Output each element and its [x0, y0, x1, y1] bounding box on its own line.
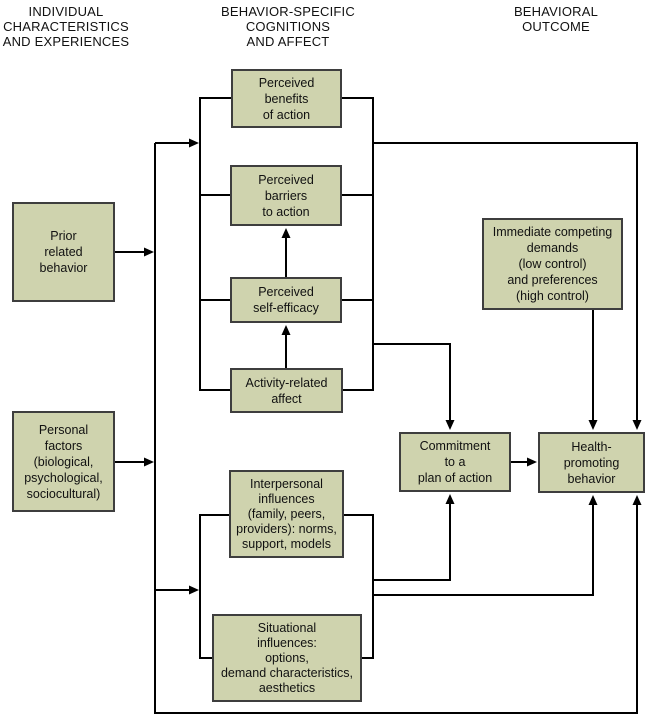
- arrowhead-into-top-bracket: [189, 138, 199, 148]
- box-perceived-benefits-of-action: Perceived benefits of action: [231, 69, 342, 128]
- arrowhead-up-into-barriers: [281, 228, 291, 238]
- arrowhead-up-into-health-bottom-left: [588, 495, 598, 505]
- arrowhead-down-into-commitment-top: [445, 420, 455, 430]
- arrowhead-prior-behavior: [144, 247, 154, 257]
- arrowhead-into-bottom-bracket: [189, 585, 199, 595]
- bracket-upper-right: [342, 97, 374, 391]
- column-header-behavioral-outcome: BEHAVIORAL OUTCOME: [513, 4, 599, 34]
- arrowhead-up-into-commitment-bottom: [445, 494, 455, 504]
- arrowhead-personal-factors: [144, 457, 154, 467]
- bracket-lower-right: [344, 514, 374, 659]
- arrowhead-down-into-health-top-left: [588, 420, 598, 430]
- box-immediate-competing-demands: Immediate competing demands (low control…: [482, 218, 623, 310]
- arrowhead-up-into-health-bottom-right: [632, 495, 642, 505]
- column-header-behavior-specific-cognitions: BEHAVIOR-SPECIFIC COGNITIONS AND AFFECT: [221, 4, 355, 49]
- connector-cognitions-to-health-top: [373, 142, 638, 420]
- connector-influences-to-commitment-bottom: [373, 504, 451, 581]
- box-personal-factors: Personal factors (biological, psychologi…: [12, 411, 115, 512]
- box-interpersonal-influences: Interpersonal influences (family, peers,…: [229, 470, 344, 558]
- connector-collector-bottom-loop: [154, 143, 638, 714]
- connector-influences-to-health-bottom: [373, 505, 594, 596]
- box-activity-related-affect: Activity-related affect: [230, 368, 343, 413]
- arrowhead-down-into-health-top-right: [632, 420, 642, 430]
- box-commitment-to-plan-of-action: Commitment to a plan of action: [399, 432, 511, 492]
- box-perceived-self-efficacy: Perceived self-efficacy: [230, 277, 342, 323]
- box-situational-influences: Situational influences: options, demand …: [212, 614, 362, 702]
- box-health-promoting-behavior: Health- promoting behavior: [538, 432, 645, 493]
- arrowhead-up-into-selfefficacy: [281, 325, 291, 335]
- arrowhead-into-health-left: [527, 457, 537, 467]
- column-header-individual-characteristics: INDIVIDUAL CHARACTERISTICS AND EXPERIENC…: [2, 4, 130, 49]
- box-prior-related-behavior: Prior related behavior: [12, 202, 115, 302]
- bracket-lower-left: [199, 514, 229, 659]
- connector-cognitions-to-commitment-top: [373, 343, 451, 420]
- bracket-upper-left: [199, 97, 231, 391]
- box-perceived-barriers-to-action: Perceived barriers to action: [230, 165, 342, 226]
